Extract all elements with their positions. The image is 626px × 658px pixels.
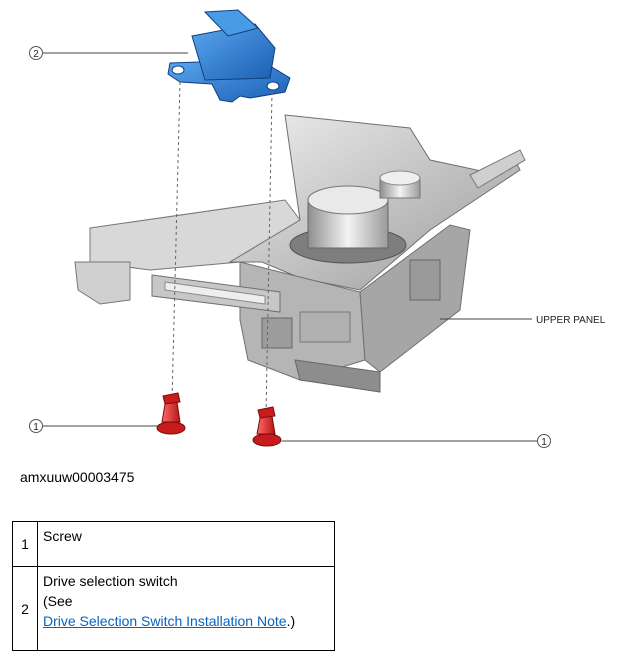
legend-number: 1 xyxy=(12,521,38,567)
legend-description: Screw xyxy=(37,521,335,567)
callout-switch: 2 xyxy=(29,46,188,60)
legend-number: 2 xyxy=(12,566,38,651)
see-reference-close: .) xyxy=(286,613,296,629)
see-reference-line: Drive Selection Switch Installation Note… xyxy=(43,611,329,631)
see-reference-open: (See xyxy=(43,593,73,609)
callout-screw-right: 1 xyxy=(282,434,551,448)
figure-id: amxuuw00003475 xyxy=(20,469,135,485)
installation-note-link[interactable]: Drive Selection Switch Installation Note xyxy=(43,613,287,629)
svg-text:1: 1 xyxy=(33,422,39,433)
exploded-diagram: 2 1 1 UPPER PANEL xyxy=(29,9,606,448)
screw-left xyxy=(156,392,186,435)
table-row: 1 Screw xyxy=(12,521,335,567)
upper-panel xyxy=(74,114,526,393)
upper-panel-label: UPPER PANEL xyxy=(440,315,606,326)
svg-text:1: 1 xyxy=(541,437,547,448)
guide-line-left xyxy=(171,81,181,401)
svg-text:UPPER PANEL: UPPER PANEL xyxy=(536,315,606,326)
legend-table: 1 Screw 2 Drive selection switch (See Dr… xyxy=(12,521,335,651)
svg-text:2: 2 xyxy=(33,49,39,60)
drive-selection-switch-part xyxy=(167,9,291,103)
callout-screw-left: 1 xyxy=(29,419,160,433)
legend-description: Drive selection switch (See Drive Select… xyxy=(37,566,335,651)
legend-text: Screw xyxy=(43,528,82,544)
legend-title: Drive selection switch xyxy=(43,573,178,589)
screw-right xyxy=(252,406,282,447)
table-row: 2 Drive selection switch (See Drive Sele… xyxy=(12,566,335,651)
